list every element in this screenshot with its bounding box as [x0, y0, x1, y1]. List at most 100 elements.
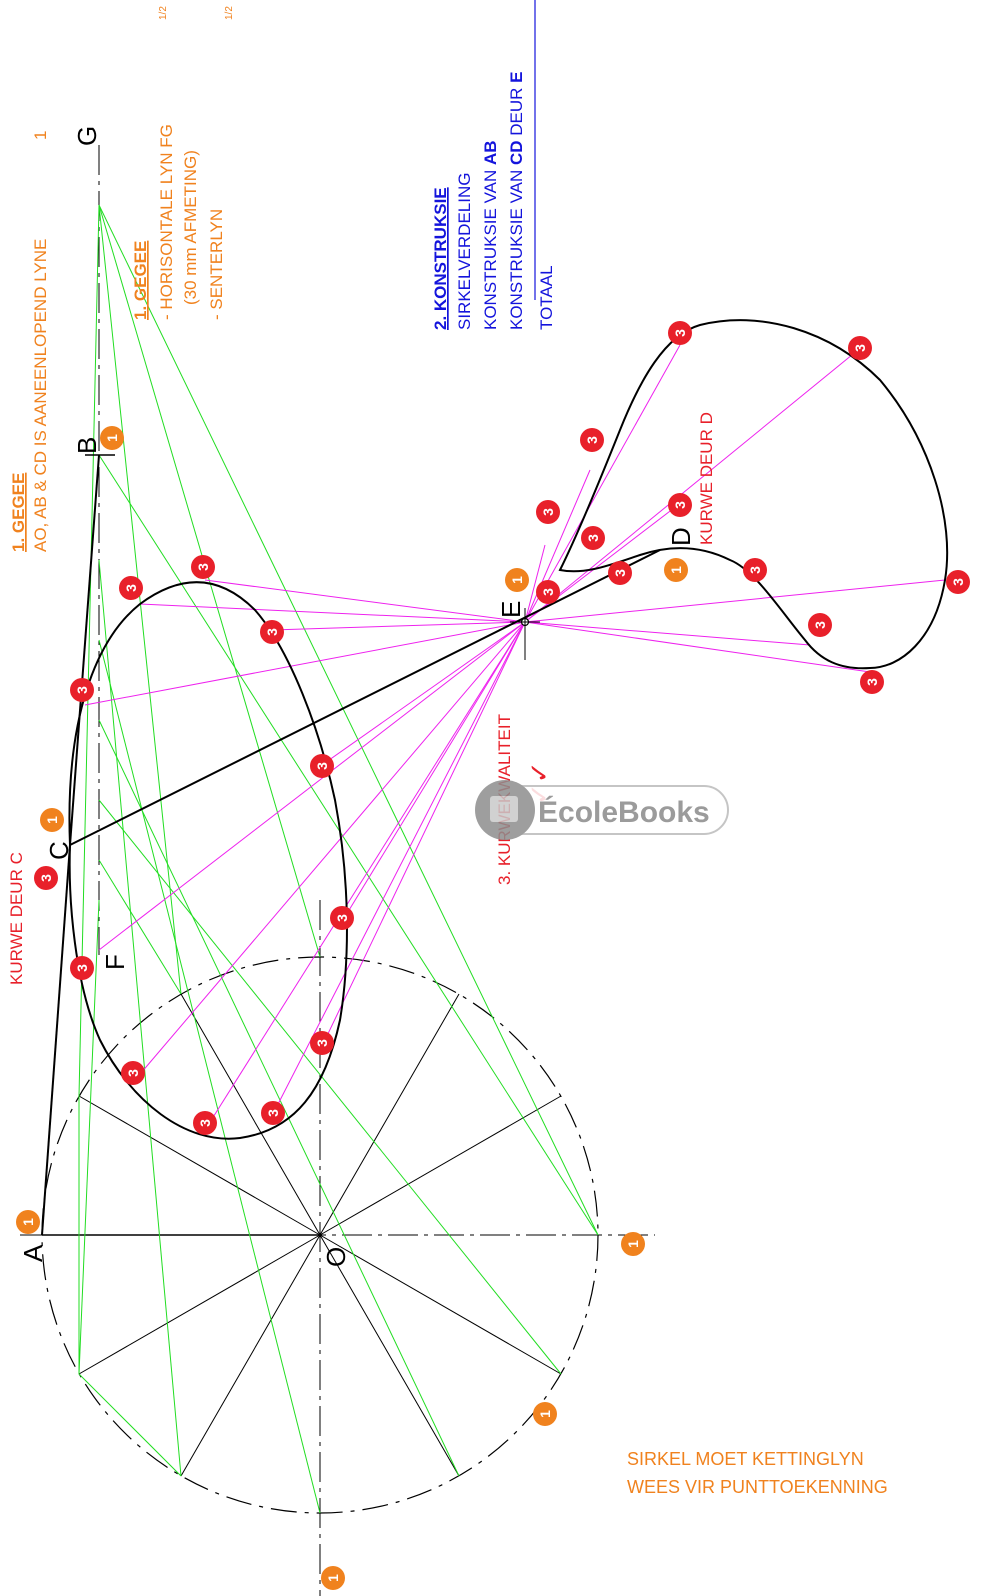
mark-three-badge-17: [668, 321, 692, 345]
mark-three-badge-text-15: 3: [612, 569, 628, 577]
mark-three-badge-14: [581, 526, 605, 550]
curve-through-c: [68, 581, 348, 1140]
mark-three-badge-text-23: 3: [864, 678, 880, 686]
mark-three-badge-text-6: 3: [334, 914, 350, 922]
mark-three-badge-3: [260, 620, 284, 644]
konstruksie-l3: KONSTRUKSIE VAN CD DEUR E: [507, 71, 526, 330]
mark-three-badge-text-16: 3: [540, 588, 556, 596]
mark-one-badge-text-7: 1: [325, 1574, 341, 1582]
mark-three-badge-12: [580, 428, 604, 452]
mark-three-badge-5: [310, 754, 334, 778]
mark-three-badge-text-0: 3: [38, 874, 54, 882]
mark-three-badge-15: [608, 561, 632, 585]
konstruksie-title: 2. KONSTRUKSIE: [431, 187, 450, 330]
mark-badges: 1 1 1 1 1 1 1 1 3 3 3 3 3 3 3 3 3 3 3 3 3 3 3 3 3 3 3 3 3 3 3 3: [16, 321, 970, 1590]
mark-three-badge-1: [191, 555, 215, 579]
mark-three-badge-text-10: 3: [197, 1119, 213, 1127]
mark-one-badge-text-0: 1: [20, 1218, 36, 1226]
mark-three-badge-10: [193, 1111, 217, 1135]
mark-one-badge-5: [621, 1232, 645, 1256]
gegee-line4: - SENTERLYN: [207, 209, 226, 320]
label-d: D: [666, 527, 696, 546]
mark-three-badge-13: [536, 500, 560, 524]
magenta-construction-lines: [84, 344, 946, 1131]
mark-three-badge-23: [860, 670, 884, 694]
mark-three-badge-text-17: 3: [672, 329, 688, 337]
mark-one-badge-2: [40, 808, 64, 832]
mark-one-badge-7: [321, 1566, 345, 1590]
mark-one-badge-text-6: 1: [537, 1410, 553, 1418]
mark-three-badge-8: [310, 1031, 334, 1055]
mark-three-badge-text-22: 3: [812, 621, 828, 629]
konstruksie-total: TOTAAL: [537, 265, 556, 330]
mark-three-badge-text-7: 3: [74, 964, 90, 972]
main-lines: [41, 454, 661, 1236]
mark-one-badge-6: [533, 1402, 557, 1426]
label-f: F: [100, 954, 130, 970]
label-o: O: [321, 1247, 351, 1267]
mark-three-badge-text-9: 3: [125, 1069, 141, 1077]
label-g: G: [72, 126, 102, 146]
mark-one-badge-text-4: 1: [668, 566, 684, 574]
gegee-line3: (30 mm AFMETING): [181, 150, 200, 305]
mark-three-badge-text-8: 3: [314, 1039, 330, 1047]
mark-three-badge-text-21: 3: [950, 578, 966, 586]
mark-three-badge-text-20: 3: [747, 566, 763, 574]
circle-divisions: [42, 993, 562, 1477]
mark-three-badge-text-12: 3: [584, 436, 600, 444]
sirkel-note-line2: WEES VIR PUNTTOEKENNING: [627, 1477, 888, 1497]
mark-three-badge-18: [848, 336, 872, 360]
mark-three-badge-4: [70, 678, 94, 702]
mark-three-badge-text-11: 3: [265, 1109, 281, 1117]
mark-three-badge-text-2: 3: [123, 584, 139, 592]
kurwe-d-label: KURWE DEUR D: [697, 412, 716, 545]
mark-three-badge-22: [808, 613, 832, 637]
konstruksie-l1: SIRKELVERDELING: [455, 173, 474, 330]
mark-three-badge-text-4: 3: [74, 686, 90, 694]
green-construction-lines: [78, 204, 599, 1514]
mark-one-badge-4: [664, 558, 688, 582]
mark-one-badge-3: [505, 568, 529, 592]
mark-three-badge-text-18: 3: [852, 344, 868, 352]
mark-one-badge-text-1: 1: [104, 434, 120, 442]
gegee-title: 1. GEGEE: [9, 473, 28, 552]
mark-three-badge-text-3: 3: [264, 628, 280, 636]
mark-one-badge-1: [100, 426, 124, 450]
watermark-text: ÉcoleBooks: [538, 795, 710, 829]
mark-one-badge-text-3: 1: [509, 576, 525, 584]
gegee-line2: - HORISONTALE LYN FG: [157, 124, 176, 320]
gegee-half2: 1/2: [224, 6, 235, 20]
gegee-mark1: 1: [31, 131, 50, 140]
mark-three-badge-6: [330, 906, 354, 930]
mark-three-badge-7: [70, 956, 94, 980]
curve-through-d: [558, 319, 949, 670]
gegee-half1: 1/2: [158, 6, 169, 20]
mark-three-badge-0: [34, 866, 58, 890]
mark-three-badge-19: [668, 493, 692, 517]
ecolebooks-watermark: ÉcoleBooks: [475, 780, 729, 840]
mark-three-badge-text-5: 3: [314, 762, 330, 770]
gegee-line1: AO, AB & CD IS AANEENLOPEND LYNE: [31, 239, 50, 552]
mark-three-badge-20: [743, 558, 767, 582]
mark-three-badge-11: [261, 1101, 285, 1125]
konstruksie-l2: KONSTRUKSIE VAN AB: [481, 140, 500, 330]
mark-three-badge-16: [536, 580, 560, 604]
sirkel-note-line1: SIRKEL MOET KETTINGLYN: [627, 1449, 864, 1469]
label-b: B: [72, 437, 102, 454]
gegee-title2: 1. GEGEE: [131, 241, 150, 320]
label-c: C: [44, 841, 74, 860]
mark-three-badge-text-13: 3: [540, 508, 556, 516]
mark-three-badge-text-14: 3: [585, 534, 601, 542]
mark-three-badge-text-1: 3: [195, 563, 211, 571]
label-a: A: [18, 1244, 48, 1262]
mark-three-badge-text-19: 3: [672, 501, 688, 509]
mark-three-badge-21: [946, 570, 970, 594]
mark-one-badge-text-5: 1: [625, 1240, 641, 1248]
mark-one-badge-0: [16, 1210, 40, 1234]
mark-one-badge-text-2: 1: [44, 816, 60, 824]
mark-three-badge-9: [121, 1061, 145, 1085]
kurwe-c-label: KURWE DEUR C: [7, 852, 26, 985]
mark-three-badge-2: [119, 576, 143, 600]
label-e: E: [496, 601, 526, 618]
